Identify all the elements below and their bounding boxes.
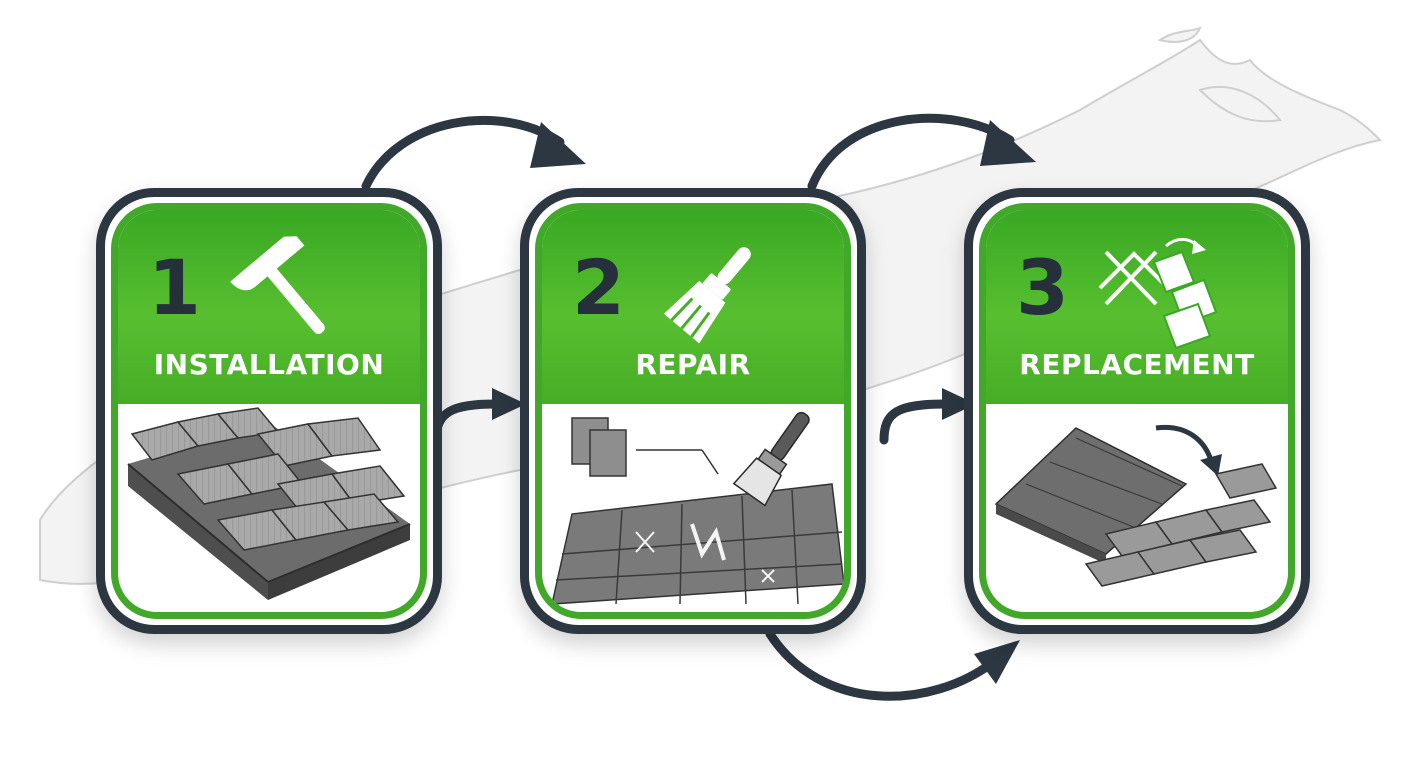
replacement-roof-illustration	[994, 424, 1278, 587]
paintbrush-icon	[663, 247, 751, 344]
step-number: 3	[1016, 243, 1069, 332]
step-repair: 2 REPAIR	[520, 188, 866, 634]
step-title: REPAIR	[635, 348, 751, 381]
hammer-icon	[230, 236, 325, 335]
roof-replacement-icon	[1098, 238, 1218, 350]
step-title: REPLACEMENT	[1019, 348, 1255, 381]
step-header: 1 INSTALLATION	[118, 210, 420, 404]
step-installation: 1 INSTALLATION	[96, 188, 442, 634]
step-card: 3 REPLACEMENT	[979, 203, 1295, 619]
step-header: 3 REPLACEMENT	[986, 210, 1288, 404]
repair-roof-illustration	[551, 411, 844, 605]
step-header: 2 REPAIR	[542, 210, 844, 404]
step-card: 1 INSTALLATION	[111, 203, 427, 619]
step-card: 2 REPAIR	[535, 203, 851, 619]
step-number: 2	[572, 243, 625, 332]
step-title: INSTALLATION	[153, 348, 385, 381]
step-replacement: 3 REPLACEMENT	[964, 188, 1310, 634]
step-number: 1	[148, 243, 201, 332]
new-roof-illustration	[127, 407, 411, 600]
